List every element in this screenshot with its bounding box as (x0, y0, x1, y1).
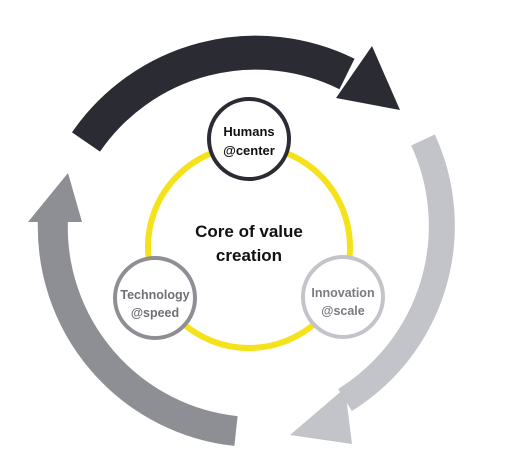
arrowhead-right-light (290, 388, 352, 444)
node-technology-line1: Technology (120, 288, 189, 302)
node-innovation-line2: @scale (321, 304, 365, 318)
center-title-line2: creation (216, 246, 282, 265)
arrowhead-left-mid (28, 173, 82, 222)
arrow-right-light (338, 134, 455, 412)
node-humans-line2: @center (223, 143, 275, 158)
node-humans: Humans @center (207, 97, 291, 181)
node-technology: Technology @speed (113, 256, 197, 340)
arrow-top-dark (71, 35, 355, 152)
node-technology-circle (113, 256, 197, 340)
center-title-line1: Core of value (195, 222, 303, 241)
node-innovation: Innovation @scale (301, 255, 385, 339)
node-humans-circle (207, 97, 291, 181)
node-technology-line2: @speed (131, 306, 179, 320)
node-innovation-circle (301, 255, 385, 339)
node-innovation-line1: Innovation (311, 286, 374, 300)
node-humans-line1: Humans (223, 124, 274, 139)
cycle-arrows (28, 35, 455, 446)
arrow-left-mid (37, 217, 238, 446)
arrowhead-top-dark (336, 46, 400, 110)
